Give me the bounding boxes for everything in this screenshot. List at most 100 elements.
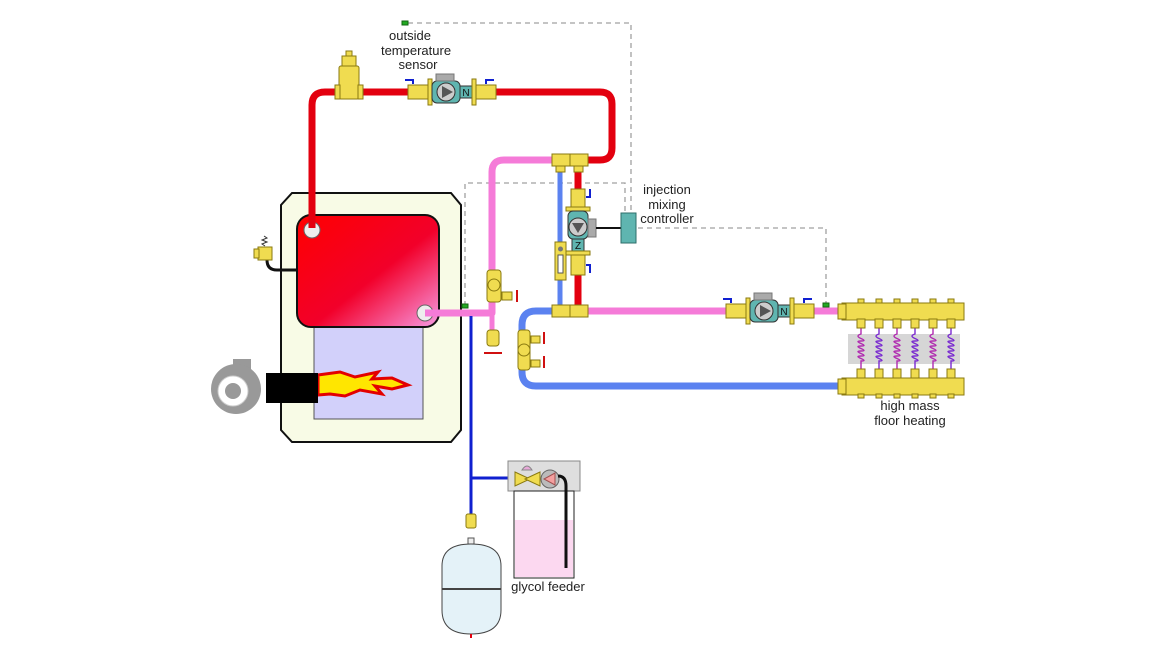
return-manifold-cap-2 — [875, 393, 883, 399]
top-tee-right — [569, 153, 589, 167]
inj-valve-top — [570, 188, 586, 208]
injection-mixing-controller[interactable] — [620, 212, 637, 244]
top-tee-right-drop — [573, 165, 584, 173]
supply-manifold-cap-4 — [911, 298, 919, 304]
pump-motor-top — [435, 73, 455, 82]
purge-drain-upper — [501, 291, 513, 301]
return-manifold-cap-6 — [947, 393, 955, 399]
dist-check-valve-icon: N — [780, 307, 787, 318]
flame-icon — [316, 369, 413, 398]
floor-manifold[interactable] — [837, 298, 965, 399]
dist-motor-top — [753, 292, 773, 301]
return-port-2 — [874, 368, 884, 379]
dist-flange-right — [789, 297, 795, 325]
control-wiring — [408, 22, 827, 306]
supply-manifold-cap-6 — [947, 298, 955, 304]
flange-left — [427, 78, 433, 106]
outside-sensor-label-2: temperature — [381, 43, 451, 58]
floor-loop-4 — [911, 322, 919, 376]
air-separator-body — [338, 65, 360, 100]
bottom-tee-right — [569, 304, 589, 318]
flow-meter-knob — [558, 246, 563, 252]
iso-valve-right — [475, 84, 497, 100]
tee-fittings — [551, 153, 589, 318]
inj-flow-arrow-icon — [572, 223, 584, 233]
injection-pump[interactable]: Z — [565, 188, 597, 276]
iso-valve-left — [407, 84, 429, 100]
glycol-check-valve-icon — [514, 471, 532, 487]
check-valve-icon: N — [462, 88, 469, 99]
floor-label-1: high mass — [880, 398, 940, 413]
supply-port-6 — [946, 318, 956, 329]
floor-loop-slab — [848, 334, 960, 364]
return-manifold-endcap — [837, 378, 847, 395]
purge-valves[interactable] — [484, 269, 545, 371]
boiler-supply-sensor[interactable] — [461, 303, 469, 309]
return-port-4 — [910, 368, 920, 379]
supply-manifold-cap-2 — [875, 298, 883, 304]
inj-flange-top — [565, 206, 591, 212]
floor-label-2: floor heating — [874, 413, 946, 428]
iso-valve-handle-left — [405, 79, 414, 84]
return-port-5 — [928, 368, 938, 379]
supply-manifold-cap-1 — [857, 298, 865, 304]
controller-label-3: controller — [640, 211, 694, 226]
inj-check-valve-icon: Z — [575, 241, 581, 252]
controller-label-2: mixing — [648, 197, 686, 212]
supply-manifold-endcap — [837, 303, 847, 320]
glycol-check-valve-icon-2 — [523, 471, 541, 487]
supply-sensor-wire — [638, 227, 827, 305]
boiler-return-pipe — [425, 156, 556, 317]
outdoor-sensor[interactable] — [401, 20, 409, 26]
supply-manifold-cap-5 — [929, 298, 937, 304]
inj-flange-bottom — [565, 250, 591, 256]
inj-motor — [587, 218, 597, 238]
top-tee-left — [551, 153, 571, 167]
supply-manifold-bar — [841, 302, 965, 321]
dist-iso-valve-right — [793, 303, 815, 319]
iso-valve-handle-right — [485, 79, 494, 84]
floor-loop-3 — [893, 322, 901, 376]
dist-flange-left — [745, 297, 751, 325]
distribution-circulator[interactable]: N — [723, 292, 815, 325]
supply-manifold-cap-3 — [893, 298, 901, 304]
relief-valve-body — [257, 246, 273, 261]
boiler-supply-pipe — [308, 88, 616, 305]
flange-right — [471, 78, 477, 106]
supply-port-2 — [874, 318, 884, 329]
relief-valve[interactable] — [253, 235, 297, 272]
relief-drain-pipe — [265, 259, 297, 272]
tank-neck — [467, 537, 475, 545]
inj-valve-bottom-handle — [586, 264, 591, 273]
purge-valve-lower — [486, 329, 500, 347]
boiler-sensor-wire — [464, 182, 626, 306]
dist-flow-arrow-icon — [760, 305, 771, 317]
burner-hub — [225, 383, 241, 399]
return-manifold-cap-5 — [929, 393, 937, 399]
glycol-label: glycol feeder — [511, 579, 585, 594]
tank-iso-valve — [465, 513, 477, 529]
flow-meter[interactable] — [554, 241, 567, 281]
flow-arrow-icon — [442, 86, 453, 98]
floor-loop-6 — [947, 322, 955, 376]
floor-loop-2 — [875, 322, 883, 376]
return-port-1 — [856, 368, 866, 379]
burner[interactable] — [211, 359, 318, 414]
return-port-6 — [946, 368, 956, 379]
floor-supply-sensor[interactable] — [822, 302, 830, 308]
purge-drain-return-bot — [530, 359, 541, 368]
air-separator[interactable] — [334, 50, 364, 100]
supply-port-1 — [856, 318, 866, 329]
return-manifold-cap-4 — [911, 393, 919, 399]
boiler-circulator[interactable]: N — [405, 73, 497, 106]
floor-loop-5 — [929, 322, 937, 376]
boiler[interactable] — [280, 192, 462, 443]
controller-label-1: injection — [643, 182, 691, 197]
expansion-tank[interactable] — [441, 513, 502, 638]
outdoor-sensor-wire — [408, 22, 632, 215]
return-manifold-cap-3 — [893, 393, 901, 399]
air-separator-top — [341, 55, 357, 67]
glycol-feeder[interactable] — [507, 460, 581, 579]
supply-port-5 — [928, 318, 938, 329]
